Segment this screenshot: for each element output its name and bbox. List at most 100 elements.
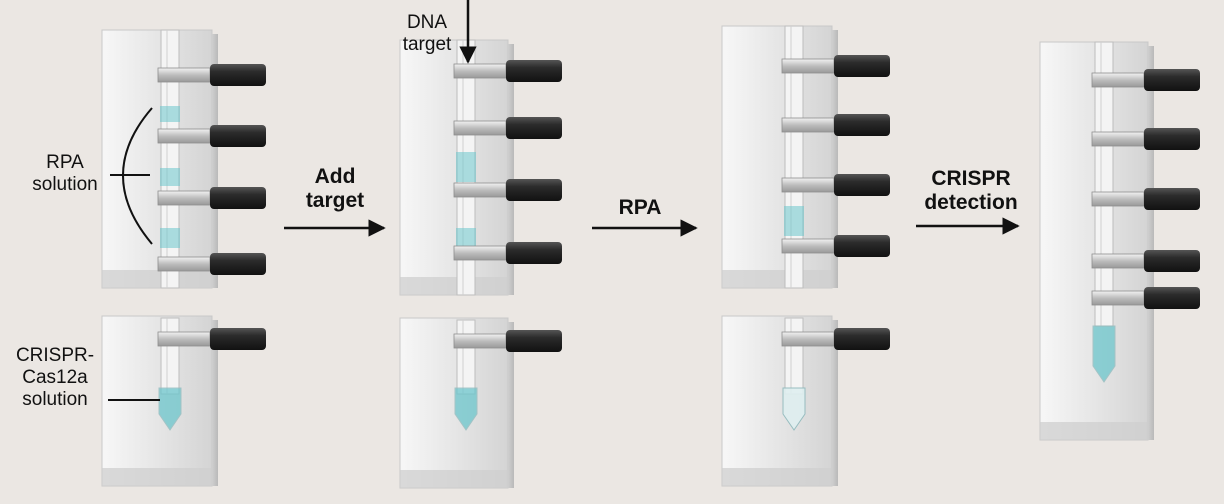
label-rpa-solution: RPA solution [10, 152, 120, 196]
valve-stem [781, 117, 835, 133]
valve-stage4-2 [1091, 128, 1200, 150]
valve-stage1-top-1 [157, 64, 266, 86]
valve-knob-icon [210, 125, 266, 147]
valve-stem [453, 63, 507, 79]
valve-stem [781, 238, 835, 254]
valve-stem [157, 331, 211, 347]
liquid-stage2-1 [456, 152, 476, 182]
chip-base [400, 470, 508, 488]
valve-knob-icon [834, 328, 890, 350]
channel-body [784, 317, 804, 395]
valve-knob-icon [210, 64, 266, 86]
label-rpa-step: RPA [600, 196, 680, 220]
conical-tip [1092, 325, 1116, 383]
valve-stage3-top-3 [781, 174, 890, 196]
valve-stem [453, 120, 507, 136]
chip-side [508, 322, 514, 488]
label-rpa-solution-text: RPA solution [32, 152, 98, 195]
chip-base [722, 270, 832, 288]
valve-knob-icon [1144, 188, 1200, 210]
valve-stem [453, 182, 507, 198]
valve-stage2-top-2 [453, 117, 562, 139]
chip-base [400, 277, 508, 295]
label-crispr-detection: CRISPR detection [906, 167, 1036, 215]
valve-stem [157, 190, 211, 206]
valve-stem [1091, 72, 1145, 88]
valve-stage2-bottom [453, 330, 562, 352]
channel-stage1-bottom [160, 317, 180, 395]
valve-stage3-bottom [781, 328, 890, 350]
valve-knob-icon [1144, 287, 1200, 309]
valve-knob-icon [1144, 128, 1200, 150]
label-crispr-solution-text: CRISPR- Cas12a solution [15, 345, 95, 410]
tip-stage1 [158, 387, 182, 431]
label-dna-target-text: DNA target [402, 12, 452, 55]
channel-body [160, 317, 180, 395]
channel-body [456, 319, 476, 395]
liquid-stage1-1 [160, 106, 180, 122]
valve-stage3-top-4 [781, 235, 890, 257]
valve-knob-icon [1144, 69, 1200, 91]
tip-stage4 [1092, 325, 1116, 383]
valve-stage1-top-3 [157, 187, 266, 209]
chip-stage4 [1039, 41, 1154, 441]
valve-stem [453, 333, 507, 349]
label-add-target: Add target [290, 165, 380, 213]
label-rpa-step-text: RPA [618, 196, 662, 219]
channel-body [160, 29, 180, 289]
valve-stage1-top-4 [157, 253, 266, 275]
tip-stage3 [782, 387, 806, 431]
valve-stem [1091, 191, 1145, 207]
valve-knob-icon [834, 174, 890, 196]
valve-stage4-4 [1091, 250, 1200, 272]
tip-stage2 [454, 387, 478, 431]
valve-knob-icon [506, 117, 562, 139]
chip-side [508, 44, 514, 295]
label-dna-target: DNA target [392, 12, 462, 56]
valve-stage2-top-3 [453, 179, 562, 201]
valve-stem [157, 256, 211, 272]
conical-tip [454, 387, 478, 431]
label-add-target-text: Add target [305, 165, 365, 212]
valve-stage1-bottom [157, 328, 266, 350]
valve-stem [1091, 253, 1145, 269]
valve-stage1-top-2 [157, 125, 266, 147]
valve-stage4-1 [1091, 69, 1200, 91]
chip-side [832, 320, 838, 486]
chip-base [1040, 422, 1148, 440]
valve-knob-icon [1144, 250, 1200, 272]
label-crispr-solution: CRISPR- Cas12a solution [0, 345, 110, 411]
valve-stem [157, 67, 211, 83]
chip-side [832, 30, 838, 288]
valve-stage2-top-1 [453, 60, 562, 82]
chip-side [212, 320, 218, 486]
valve-stage4-3 [1091, 188, 1200, 210]
valve-knob-icon [834, 235, 890, 257]
valve-stem [781, 58, 835, 74]
valve-knob-icon [506, 242, 562, 264]
chip-side [212, 34, 218, 288]
channel-stage3-bottom [784, 317, 804, 395]
valve-knob-icon [506, 60, 562, 82]
chip-base [102, 270, 212, 288]
valve-stem [1091, 290, 1145, 306]
chip-base [102, 468, 212, 486]
valve-stem [453, 245, 507, 261]
conical-tip [158, 387, 182, 431]
valve-knob-icon [210, 328, 266, 350]
label-crispr-detection-text: CRISPR detection [924, 167, 1018, 214]
valve-knob-icon [210, 187, 266, 209]
valve-stage3-top-1 [781, 55, 890, 77]
valve-knob-icon [506, 330, 562, 352]
valve-stem [157, 128, 211, 144]
chip-side [1148, 46, 1154, 440]
valve-stage4-5 [1091, 287, 1200, 309]
liquid-stage1-3 [160, 228, 180, 248]
liquid-stage2-2 [456, 228, 476, 248]
chip-body [1039, 41, 1149, 441]
valve-stem [781, 177, 835, 193]
valve-knob-icon [506, 179, 562, 201]
valve-stem [781, 331, 835, 347]
